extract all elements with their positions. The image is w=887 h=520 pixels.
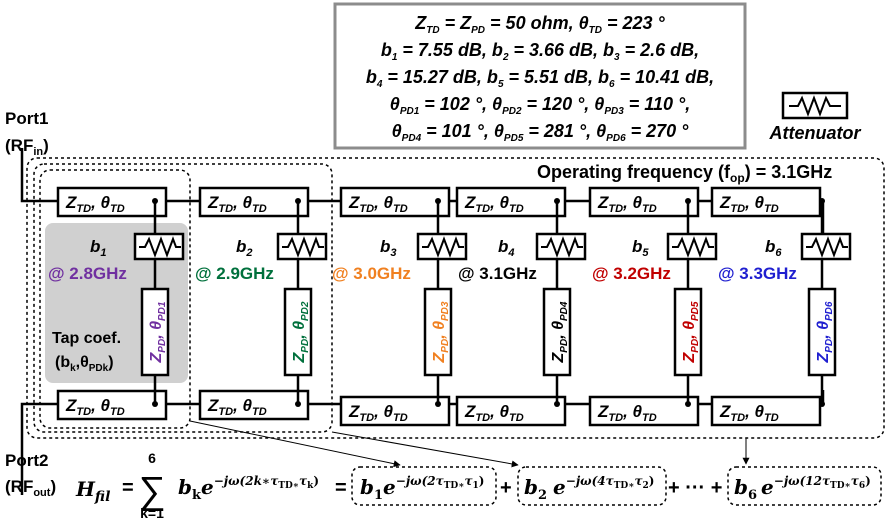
param-line-1: ZTD = ZPD = 50 ohm, θTD = 223 °	[414, 13, 665, 36]
sum-bottom: k=1	[140, 505, 164, 520]
port1-sub-label: (RFin)	[5, 136, 49, 158]
svg-text:ZTD, θTD: ZTD, θTD	[719, 193, 779, 215]
delay-line-bottom-4: ZTD, θTD	[455, 395, 567, 427]
param-line-5: θPD4 = 101 °, θPD5 = 281 °, θPD6 = 270 °	[392, 121, 690, 144]
tap1-2-dashed-box	[33, 163, 333, 433]
delay-line-top-2: ZTD, θTD	[198, 186, 310, 218]
tap-frequency-1: @ 2.8GHz	[48, 264, 127, 283]
tap-1: ZPD, θPD1 b1 @ 2.8GHz	[48, 198, 185, 407]
tap-frequency-5: @ 3.2GHz	[592, 264, 671, 283]
svg-text:ZTD, θTD: ZTD, θTD	[207, 396, 267, 418]
tap-frequency-3: @ 3.0GHz	[332, 264, 411, 283]
pd-line-3: ZPD, θPD3	[423, 287, 453, 377]
equals-sign: =	[122, 477, 134, 499]
svg-text:ZTD, θTD: ZTD, θTD	[464, 193, 524, 215]
sum-sigma: ∑	[138, 470, 165, 512]
arrow-to-term2	[331, 431, 519, 468]
svg-text:ZTD, θTD: ZTD, θTD	[597, 402, 657, 424]
tap-6: ZPD, θPD6 b6 @ 3.3GHz	[718, 198, 852, 407]
svg-text:ZTD, θTD: ZTD, θTD	[348, 193, 408, 215]
tap-frequency-6: @ 3.3GHz	[718, 264, 797, 283]
summand: bke−jω(2k∗τTD∗τk)	[178, 474, 319, 503]
tap-coef-b6: b6	[765, 237, 782, 259]
transfer-function-equation: Hfil = 6 ∑ k=1 bke−jω(2k∗τTD∗τk) = b1e−j…	[75, 420, 882, 520]
svg-text:ZTD, θTD: ZTD, θTD	[65, 396, 125, 418]
svg-text:ZTD, θTD: ZTD, θTD	[65, 193, 125, 215]
param-line-4: θPD1 = 102 °, θPD2 = 120 °, θPD3 = 110 °…	[390, 94, 690, 117]
arrow-to-term1	[189, 420, 401, 468]
tap-coef-b3: b3	[380, 237, 397, 259]
delay-line-bottom-2: ZTD, θTD	[198, 389, 310, 421]
tap-coef-sub-label: (bk,θPDk)	[55, 354, 114, 374]
svg-text:ZPD, θPD6: ZPD, θPD6	[815, 301, 835, 363]
attenuator-legend: Attenuator	[769, 91, 862, 143]
delay-line-top-4: ZTD, θTD	[455, 186, 567, 218]
attenuator-legend-label: Attenuator	[769, 123, 862, 143]
tap-coef-label: Tap coef.	[52, 330, 121, 347]
delay-line-bottom-1: ZTD, θTD	[56, 389, 168, 421]
delay-line-bottom-3: ZTD, θTD	[339, 395, 451, 427]
svg-text:ZPD, θPD2: ZPD, θPD2	[291, 301, 311, 363]
term1: b1e−jω(2τTD∗τ1)	[360, 474, 484, 503]
tap-frequency-4: @ 3.1GHz	[458, 264, 537, 283]
port2-sub-label: (RFout)	[5, 477, 56, 499]
tap-coef-b1: b1	[90, 237, 107, 259]
svg-text:ZTD, θTD: ZTD, θTD	[464, 402, 524, 424]
term2-box	[517, 466, 667, 506]
delay-line-top-1: ZTD, θTD	[56, 186, 168, 218]
param-line-3: b4 = 15.27 dB, b5 = 5.51 dB, b6 = 10.41 …	[366, 67, 714, 90]
svg-text:ZPD, θPD4: ZPD, θPD4	[550, 301, 570, 363]
pd-line-6: ZPD, θPD6	[807, 287, 837, 377]
svg-text:ZPD, θPD1: ZPD, θPD1	[148, 301, 168, 363]
tap-3: ZPD, θPD3 b3 @ 3.0GHz	[332, 198, 468, 407]
delay-line-bottom-6: ZTD, θTD	[710, 395, 822, 427]
top-rail	[166, 199, 825, 250]
sum-top: 6	[148, 450, 156, 466]
svg-text:ZTD, θTD: ZTD, θTD	[719, 402, 779, 424]
bottom-rail	[166, 390, 825, 406]
pd-line-5: ZPD, θPD5	[673, 287, 703, 377]
param-line-2: b1 = 7.55 dB, b2 = 3.66 dB, b3 = 2.6 dB,	[381, 40, 699, 63]
pd-line-1: ZPD, θPD1	[140, 287, 170, 377]
term6-box	[727, 466, 882, 506]
delay-line-group: ZTD, θTD ZTD, θTD ZTD, θTD ZTD, θTD ZTD, θTD…	[56, 186, 825, 427]
plus-sign-1: +	[500, 477, 512, 499]
tap1-dashed-box	[39, 169, 191, 429]
svg-text:ZPD, θPD3: ZPD, θPD3	[431, 301, 451, 363]
svg-text:ZPD, θPD5: ZPD, θPD5	[681, 301, 701, 363]
delay-line-top-5: ZTD, θTD	[588, 186, 700, 218]
svg-text:=: =	[335, 477, 347, 499]
port2-label: Port2	[5, 451, 48, 470]
tap-5: ZPD, θPD5 b5 @ 3.2GHz	[592, 198, 718, 407]
svg-text:ZTD, θTD: ZTD, θTD	[597, 193, 657, 215]
hfil-label: Hfil	[75, 477, 110, 505]
operating-frequency-label: Operating frequency (fop) = 3.1GHz	[537, 162, 832, 185]
pd-line-4: ZPD, θPD4	[542, 287, 572, 377]
tap-coef-b4: b4	[498, 237, 515, 259]
ellipsis-plus: + ··· +	[668, 477, 722, 499]
transmission-lines	[20, 148, 58, 495]
tap-coef-b5: b5	[632, 237, 649, 259]
pd-line-2: ZPD, θPD2	[283, 287, 313, 377]
svg-text:ZTD, θTD: ZTD, θTD	[348, 402, 408, 424]
delay-line-top-6: ZTD, θTD	[710, 186, 822, 218]
tap-frequency-2: @ 2.9GHz	[195, 264, 274, 283]
parameter-box	[333, 2, 747, 150]
tap-4: ZPD, θPD4 b4 @ 3.1GHz	[458, 198, 587, 407]
delay-line-top-3: ZTD, θTD	[339, 186, 451, 218]
tap-2: ZPD, θPD2 b2 @ 2.9GHz	[195, 198, 328, 407]
term1-box	[351, 466, 497, 506]
port1-label: Port1	[5, 109, 48, 128]
parameter-text: ZTD = ZPD = 50 ohm, θTD = 223 ° b1 = 7.5…	[366, 13, 714, 144]
tap-coef-b2: b2	[236, 237, 253, 259]
svg-text:ZTD, θTD: ZTD, θTD	[207, 193, 267, 215]
delay-line-bottom-5: ZTD, θTD	[588, 395, 700, 427]
